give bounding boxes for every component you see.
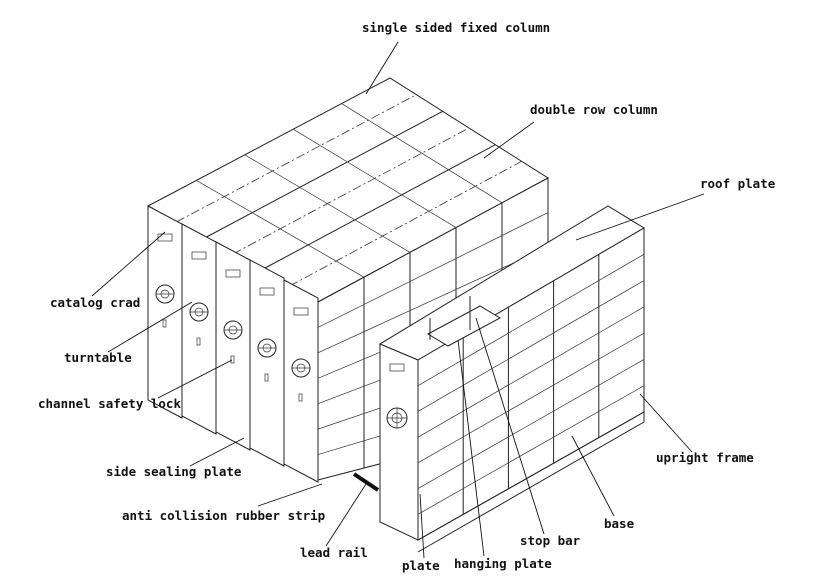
label-base: base	[604, 516, 635, 531]
catalog-card	[259, 287, 275, 296]
roof-strips	[176, 94, 522, 287]
label-side-sealing-plate: side sealing plate	[106, 464, 242, 479]
column-side-panel	[249, 259, 285, 467]
label-upright-frame: upright frame	[656, 450, 754, 465]
catalog-card	[157, 233, 173, 242]
shelf-line	[417, 280, 645, 412]
roof-strip-line	[204, 110, 443, 239]
label-single-sided-fixed-column: single sided fixed column	[362, 20, 550, 35]
label-channel-safety-lock: channel safety lock	[38, 396, 181, 411]
shelf-line	[317, 212, 549, 328]
channel-safety-lock	[162, 319, 167, 328]
shelf-line	[417, 385, 645, 515]
roof-cross-line	[293, 128, 457, 228]
catalog-card	[293, 307, 309, 316]
roof-strip-line	[232, 127, 470, 255]
label-roof-plate: roof plate	[700, 176, 776, 191]
column-side-panel	[215, 241, 251, 451]
column-side-panels	[147, 205, 319, 483]
label-double-row-column: double row column	[530, 102, 658, 117]
label-catalog-crad: catalog crad	[50, 295, 140, 310]
base-right	[417, 411, 645, 553]
shelves-right-block	[417, 253, 645, 515]
roof-cross-line	[341, 103, 503, 204]
channel-safety-lock	[298, 393, 303, 402]
catalog-card-right	[389, 363, 405, 372]
callouts: single sided fixed column double row col…	[38, 20, 776, 573]
roof-strip-line	[176, 94, 417, 223]
label-anti-collision-rubber-strip: anti collision rubber strip	[122, 508, 325, 523]
shelving-block-right	[378, 205, 645, 553]
column-side-panel	[147, 205, 183, 419]
shelf-line	[417, 332, 645, 464]
shelf-line	[417, 359, 645, 489]
shelf-line	[317, 246, 549, 354]
hanging-plate	[426, 305, 502, 347]
channel-safety-lock	[264, 373, 269, 382]
label-turntable: turntable	[64, 350, 132, 365]
catalog-card	[225, 269, 241, 278]
roof-cross-line	[244, 154, 411, 253]
catalog-card	[191, 251, 207, 260]
shelf-line	[417, 253, 645, 387]
side-panel-right-block	[379, 343, 419, 541]
label-lead-rail: lead rail	[300, 545, 368, 560]
channel-safety-lock	[196, 337, 201, 346]
roof-strip-line	[261, 144, 496, 271]
label-plate: plate	[402, 558, 440, 573]
column-side-panel	[181, 223, 217, 435]
shelf-line	[417, 306, 645, 438]
channel-safety-lock	[230, 355, 235, 364]
label-hanging-plate: hanging plate	[454, 556, 552, 571]
lead-rail	[352, 472, 380, 492]
column-side-panel	[283, 279, 319, 483]
roof-cross-line	[196, 180, 365, 278]
roof-strip-line	[289, 160, 522, 287]
label-stop-bar: stop bar	[520, 533, 581, 548]
turntable-wheel-right	[386, 407, 408, 429]
